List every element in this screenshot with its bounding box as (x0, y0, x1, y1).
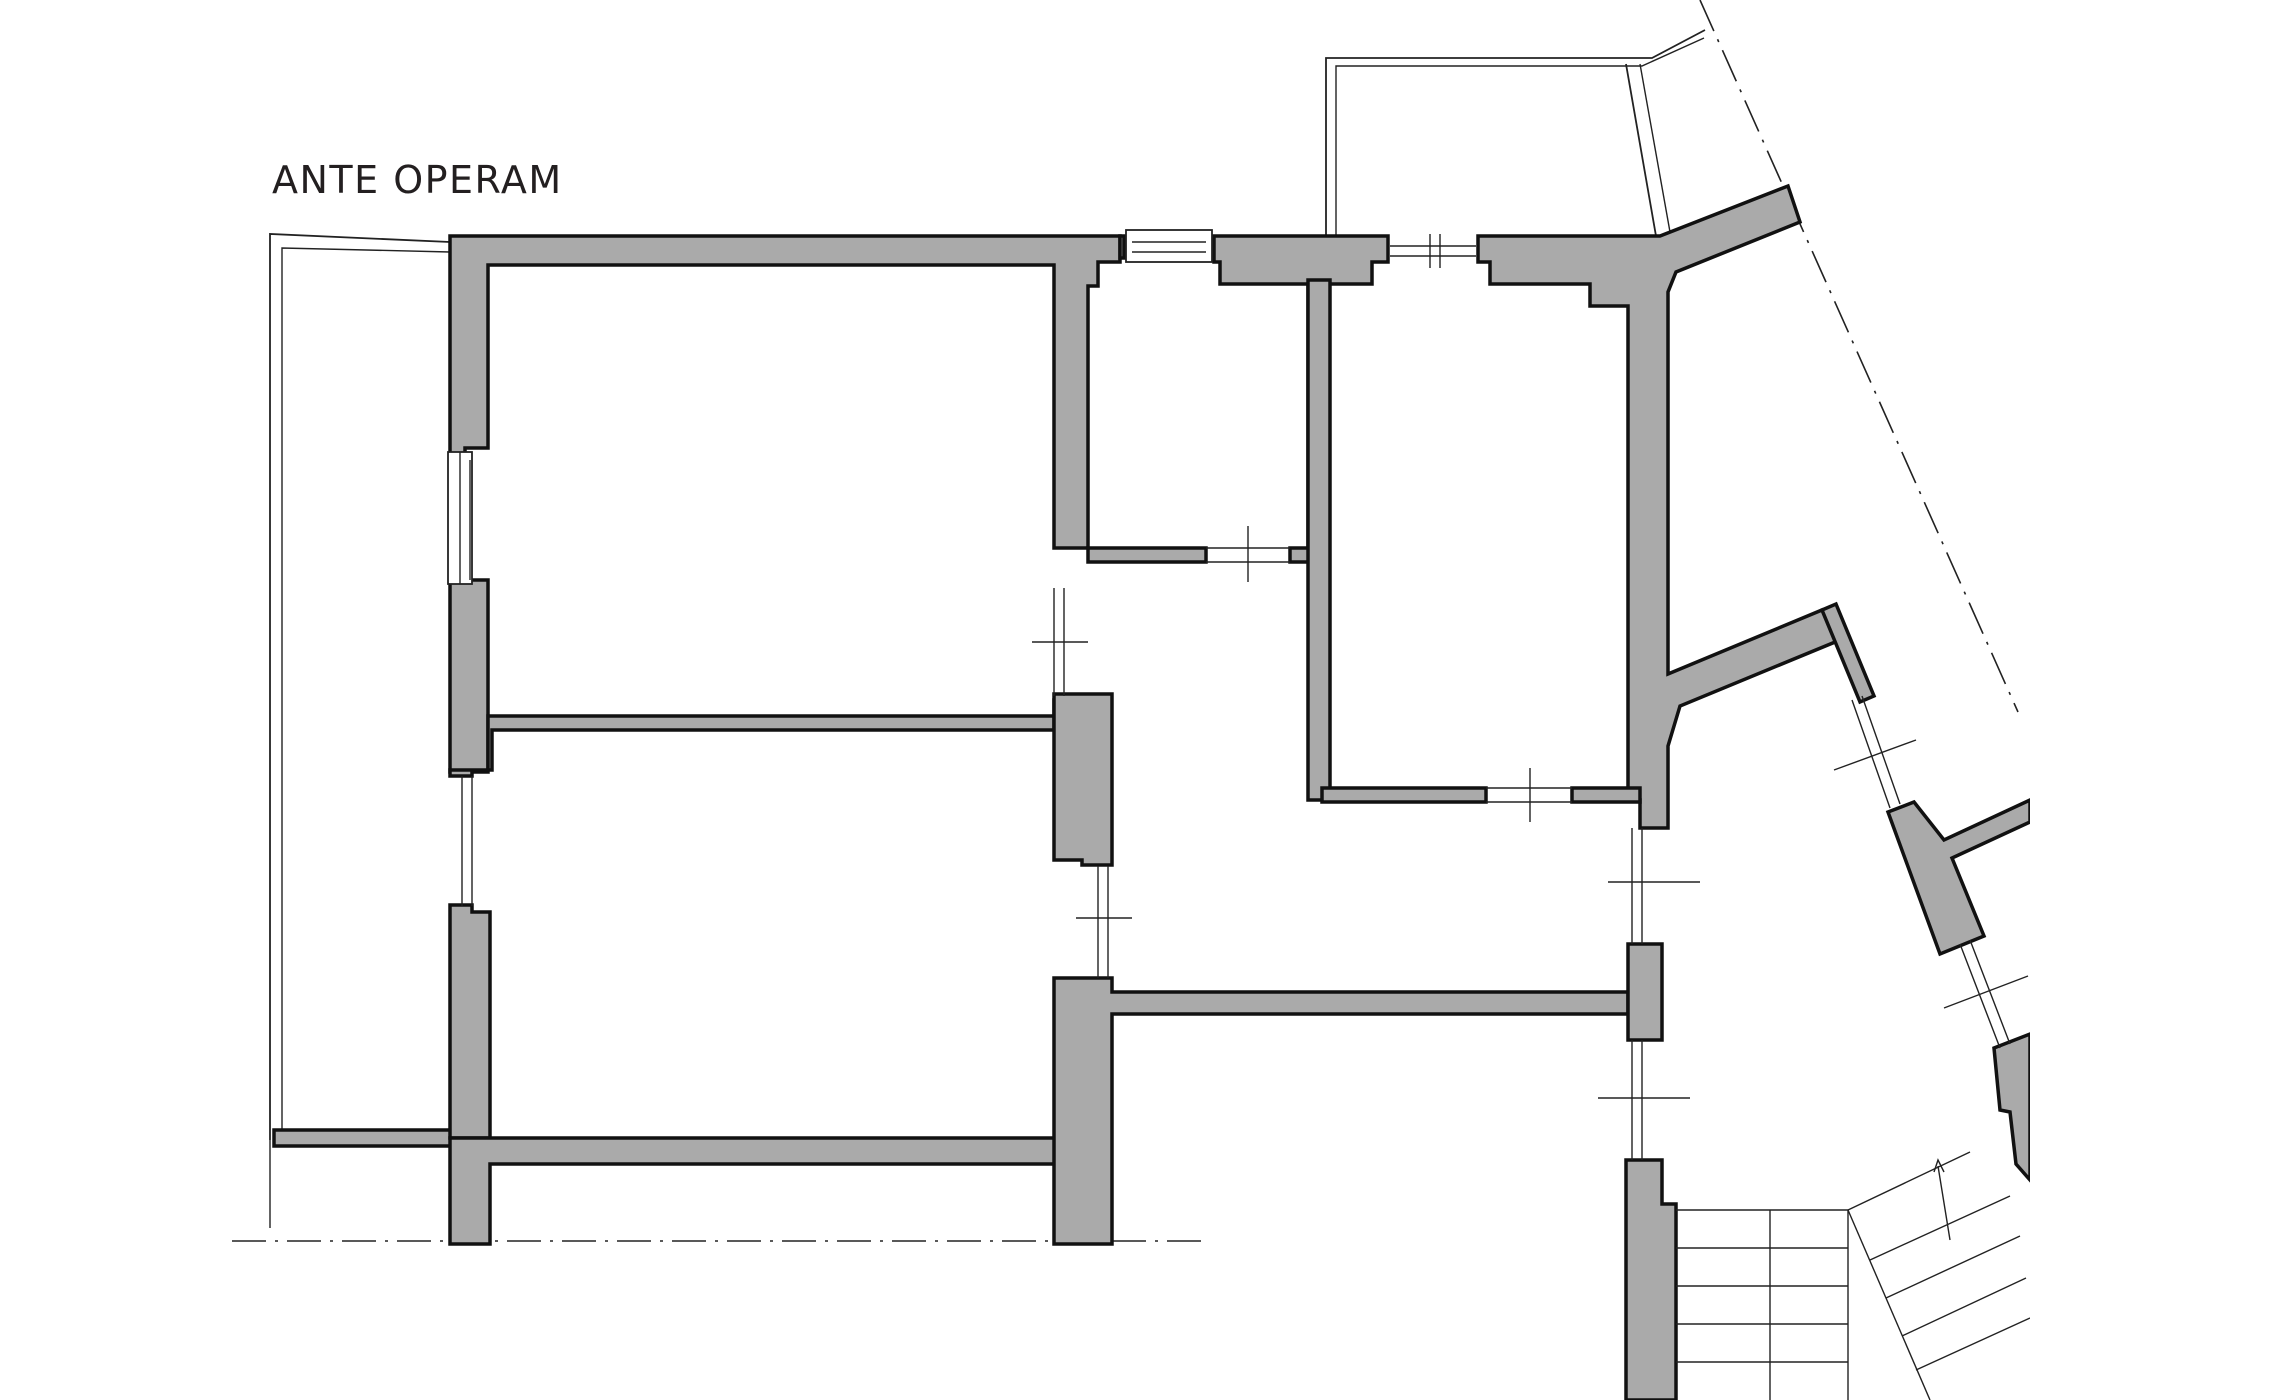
top-balcony-side-inner (1639, 63, 1671, 233)
drawing-title: ANTE OPERAM (272, 158, 563, 202)
top-balcony-railing-outer (1325, 29, 1706, 240)
facade-opening-2-tick (1943, 975, 2029, 1009)
balcony-railing-outer (269, 233, 451, 1140)
top-balcony (1325, 29, 1706, 240)
wall-top-middle (1212, 234, 1390, 550)
wall-spine-upper (1052, 692, 1114, 867)
wall-stair-left (1624, 1158, 1678, 1400)
stair-tread-r (1885, 1235, 2021, 1299)
facade-opening-1b (1861, 695, 1901, 805)
wall-bath-bottom-left (1086, 546, 1208, 564)
windows (447, 229, 1476, 906)
top-balcony-railing-inner (1335, 37, 1705, 240)
wall-facade-pier-2 (1885, 797, 2032, 957)
stair-flight-right-side (1847, 1209, 1931, 1400)
wall-spine-lower (1052, 976, 1630, 1246)
wall-room-bottom-right (1570, 786, 1642, 804)
right-margin (2030, 0, 2276, 1400)
wall-left-exterior-lower (448, 903, 492, 1140)
facade-opening-2b (1969, 939, 2011, 1045)
wall-horizontal-bottom (448, 1136, 1092, 1246)
top-balcony-side-outer (1625, 63, 1657, 237)
stair-flight-right-top (1847, 1151, 1971, 1211)
doors (1032, 526, 2029, 1160)
wall-top-right (1476, 183, 1843, 830)
balcony-parapet (272, 1128, 454, 1148)
wall-room-divider (1306, 278, 1332, 802)
stair-tread-r (1901, 1277, 2027, 1337)
wall-stub (1118, 234, 1126, 260)
stairs (1676, 1151, 2031, 1400)
walls (448, 183, 2032, 1400)
wall-room-bottom-left (1320, 786, 1488, 804)
stair-tread-r (1869, 1195, 2011, 1261)
facade-opening-1-tick (1833, 739, 1917, 771)
wall-horizontal-mid (448, 698, 1090, 778)
wall-left-exterior-mid (448, 578, 490, 774)
stair-tread-r (1915, 1317, 2031, 1371)
wall-corridor-pier (1626, 942, 1664, 1042)
stair-flight-left-outline (1676, 1209, 1849, 1400)
axis-line-diagonal (1699, 0, 2019, 713)
balcony-railing-inner (281, 247, 451, 1132)
wall-facade-pier-1 (1819, 601, 1877, 705)
facade-opening-1 (1851, 699, 1891, 809)
wall-facade-pier-3 (1992, 1031, 2032, 1185)
left-balcony (269, 233, 454, 1228)
facade-opening-2 (1959, 943, 2001, 1049)
stair-arrow (1937, 1165, 1951, 1241)
window-top-bath (1125, 229, 1213, 263)
stair-arrow-head (1933, 1158, 1945, 1173)
wall-top-left (448, 234, 1122, 550)
